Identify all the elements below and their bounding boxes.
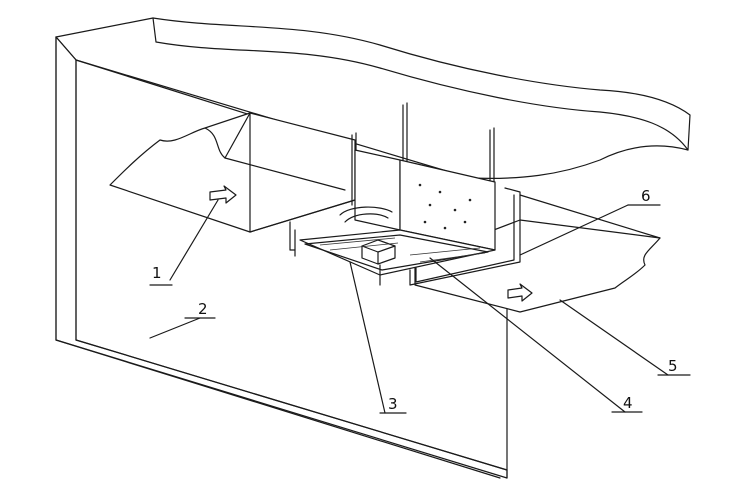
leader-lines: [149, 199, 691, 414]
callout-4: 4: [623, 394, 633, 412]
callout-1: 1: [152, 264, 162, 282]
callout-6: 6: [641, 187, 651, 205]
callout-2: 2: [198, 300, 208, 318]
callout-5: 5: [668, 357, 678, 375]
ceiling-slab: [55, 17, 691, 180]
callout-3: 3: [388, 395, 398, 413]
ceiling-unit: [289, 102, 521, 286]
supply-duct-left: [109, 112, 356, 233]
callout-labels: 1 2 3 4 5 6: [152, 187, 678, 413]
